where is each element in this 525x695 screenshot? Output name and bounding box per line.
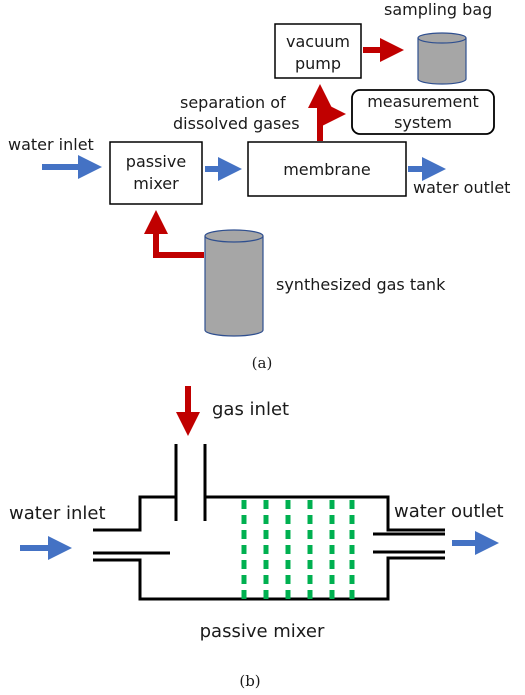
panel-b: gas inlet water inlet water outlet [9, 386, 504, 690]
passive-mixer-label-b: passive mixer [200, 621, 325, 642]
vacuum-pump-label-line1: vacuum [286, 32, 350, 51]
gas-tank-label: synthesized gas tank [276, 275, 446, 294]
panel-a: water inlet passive mixer membrane water… [8, 0, 510, 372]
tank-to-mixer-arrow [144, 210, 204, 258]
water-outlet-label-a: water outlet [413, 178, 510, 197]
panel-a-caption: (a) [252, 354, 273, 372]
passive-mixer-box: passive mixer [109, 141, 203, 205]
measurement-system-box: measurement system [351, 89, 495, 135]
gas-inlet-label: gas inlet [212, 399, 289, 420]
measurement-label-line1: measurement [367, 92, 479, 111]
passive-mixer-label-line1: passive [126, 152, 186, 171]
sampling-bag-label: sampling bag [384, 0, 492, 19]
sampling-bag-icon [417, 32, 467, 85]
membrane-label: membrane [283, 160, 371, 179]
vacuum-pump-box: vacuum pump [274, 23, 362, 79]
separation-label-line2: dissolved gases [173, 114, 300, 133]
porous-walls [241, 500, 355, 599]
membrane-box: membrane [247, 141, 407, 197]
water-outlet-label-b: water outlet [394, 501, 504, 522]
passive-mixer-body [93, 444, 445, 601]
vacuum-pump-label-line2: pump [295, 54, 341, 73]
measurement-label-line2: system [394, 113, 452, 132]
water-inlet-label-a: water inlet [8, 135, 94, 154]
separation-label-line1: separation of [180, 93, 286, 112]
passive-mixer-label-line2: mixer [133, 174, 179, 193]
water-inlet-label-b: water inlet [9, 503, 106, 524]
panel-b-caption: (b) [239, 672, 260, 690]
gas-tank-icon [204, 229, 264, 337]
